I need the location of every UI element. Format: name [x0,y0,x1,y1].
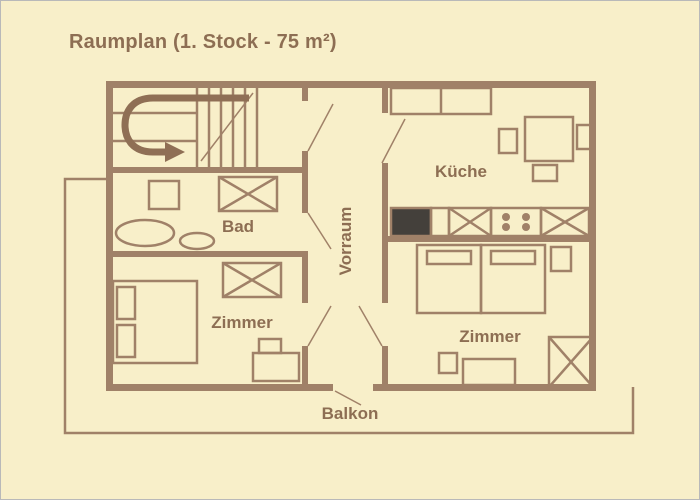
door-swings [307,103,406,406]
bathtub [114,218,176,248]
wall-bottom-right [373,384,596,391]
wall-top [106,81,596,88]
balcony-outline [63,177,635,435]
pillow [425,249,473,266]
wall-bottom-left [106,384,333,391]
wardrobe-x-box [547,335,595,389]
stair-direction-arrow [121,94,249,156]
stair-break-line [200,92,254,162]
oven [389,206,433,238]
room-label-vorraum: Vorraum [336,206,355,276]
stair-arrow-head [165,142,185,162]
pillow [115,285,137,321]
corridor-walls [302,88,388,384]
room-label-balkon: Balkon [321,404,379,423]
single-bed [479,243,547,315]
chair [575,123,595,151]
double-bed [111,279,199,365]
left-bedroom-furniture [111,261,301,383]
pillow [489,249,537,266]
door-kueche [381,118,406,164]
wall-left [106,81,113,391]
wall-bad-bottom [113,251,302,257]
wall-kueche-zimmer [388,236,589,242]
nightstand [549,245,573,273]
door-bad [307,212,332,250]
room-label-zimmer-left: Zimmer [211,313,273,332]
table [461,357,517,387]
chair [257,337,283,355]
right-bedroom-furniture [415,243,595,389]
door-hall [307,103,334,152]
page-title: Raumplan (1. Stock - 75 m²) [69,31,337,53]
toilet [178,231,216,251]
cabinet-x-box [447,206,493,238]
counter-unit [429,206,451,238]
door-balkon [334,390,362,406]
chair [531,163,559,183]
wardrobe-x-box [221,261,283,299]
hob-four-burners [489,206,543,238]
wall-bad-top [113,167,302,173]
kitchen-furniture [389,86,595,238]
pillow [115,323,137,359]
room-label-kueche: Küche [435,162,487,181]
chair [437,351,459,375]
partition-walls [113,167,589,257]
door-zimmer-left [307,305,332,347]
cabinet-x-box [539,206,591,238]
kitchen-table [523,115,575,163]
staircase [113,88,259,167]
shower [147,179,181,211]
room-label-bad: Bad [221,217,255,236]
wall-right [589,81,596,391]
outer-walls [106,81,596,391]
door-zimmer-right [358,305,383,347]
wardrobe-x-box [217,175,279,213]
table [251,351,301,383]
room-label-zimmer-right: Zimmer [459,327,521,346]
chair [497,127,519,155]
bathroom-fixtures [114,175,279,251]
